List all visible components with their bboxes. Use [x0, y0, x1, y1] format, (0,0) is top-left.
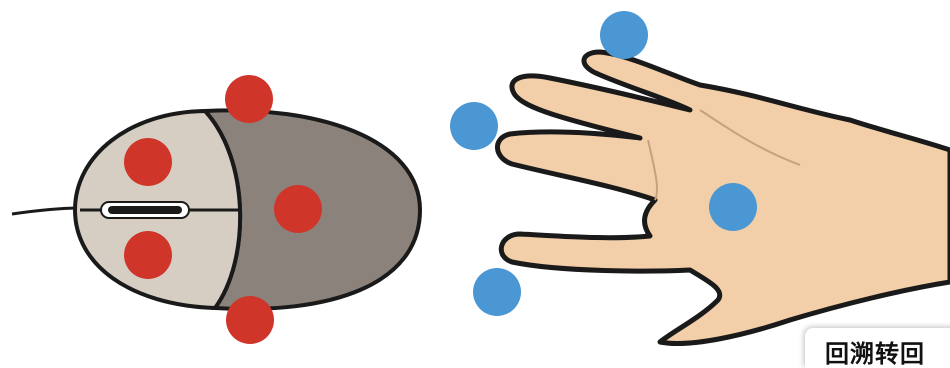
mouse-dot-right-button	[124, 231, 172, 279]
mouse-cable	[12, 208, 80, 214]
mouse-dot-bottom	[226, 296, 274, 344]
hand-dot-palm	[709, 183, 757, 231]
caption-box: 回溯转回	[805, 328, 950, 368]
computer-mouse-icon	[12, 110, 420, 309]
mouse-dot-top	[225, 75, 273, 123]
caption-text: 回溯转回	[825, 334, 925, 368]
hand-dot-middle-fingertip	[600, 11, 648, 59]
mouse-scroll-wheel-slot	[108, 206, 182, 214]
hand-dot-thumb-tip	[473, 268, 521, 316]
mouse-dot-left-button	[124, 138, 172, 186]
mouse-dot-body	[274, 185, 322, 233]
mouse-hand-diagram	[0, 0, 950, 360]
hand-dot-ring-fingertip	[450, 102, 498, 150]
